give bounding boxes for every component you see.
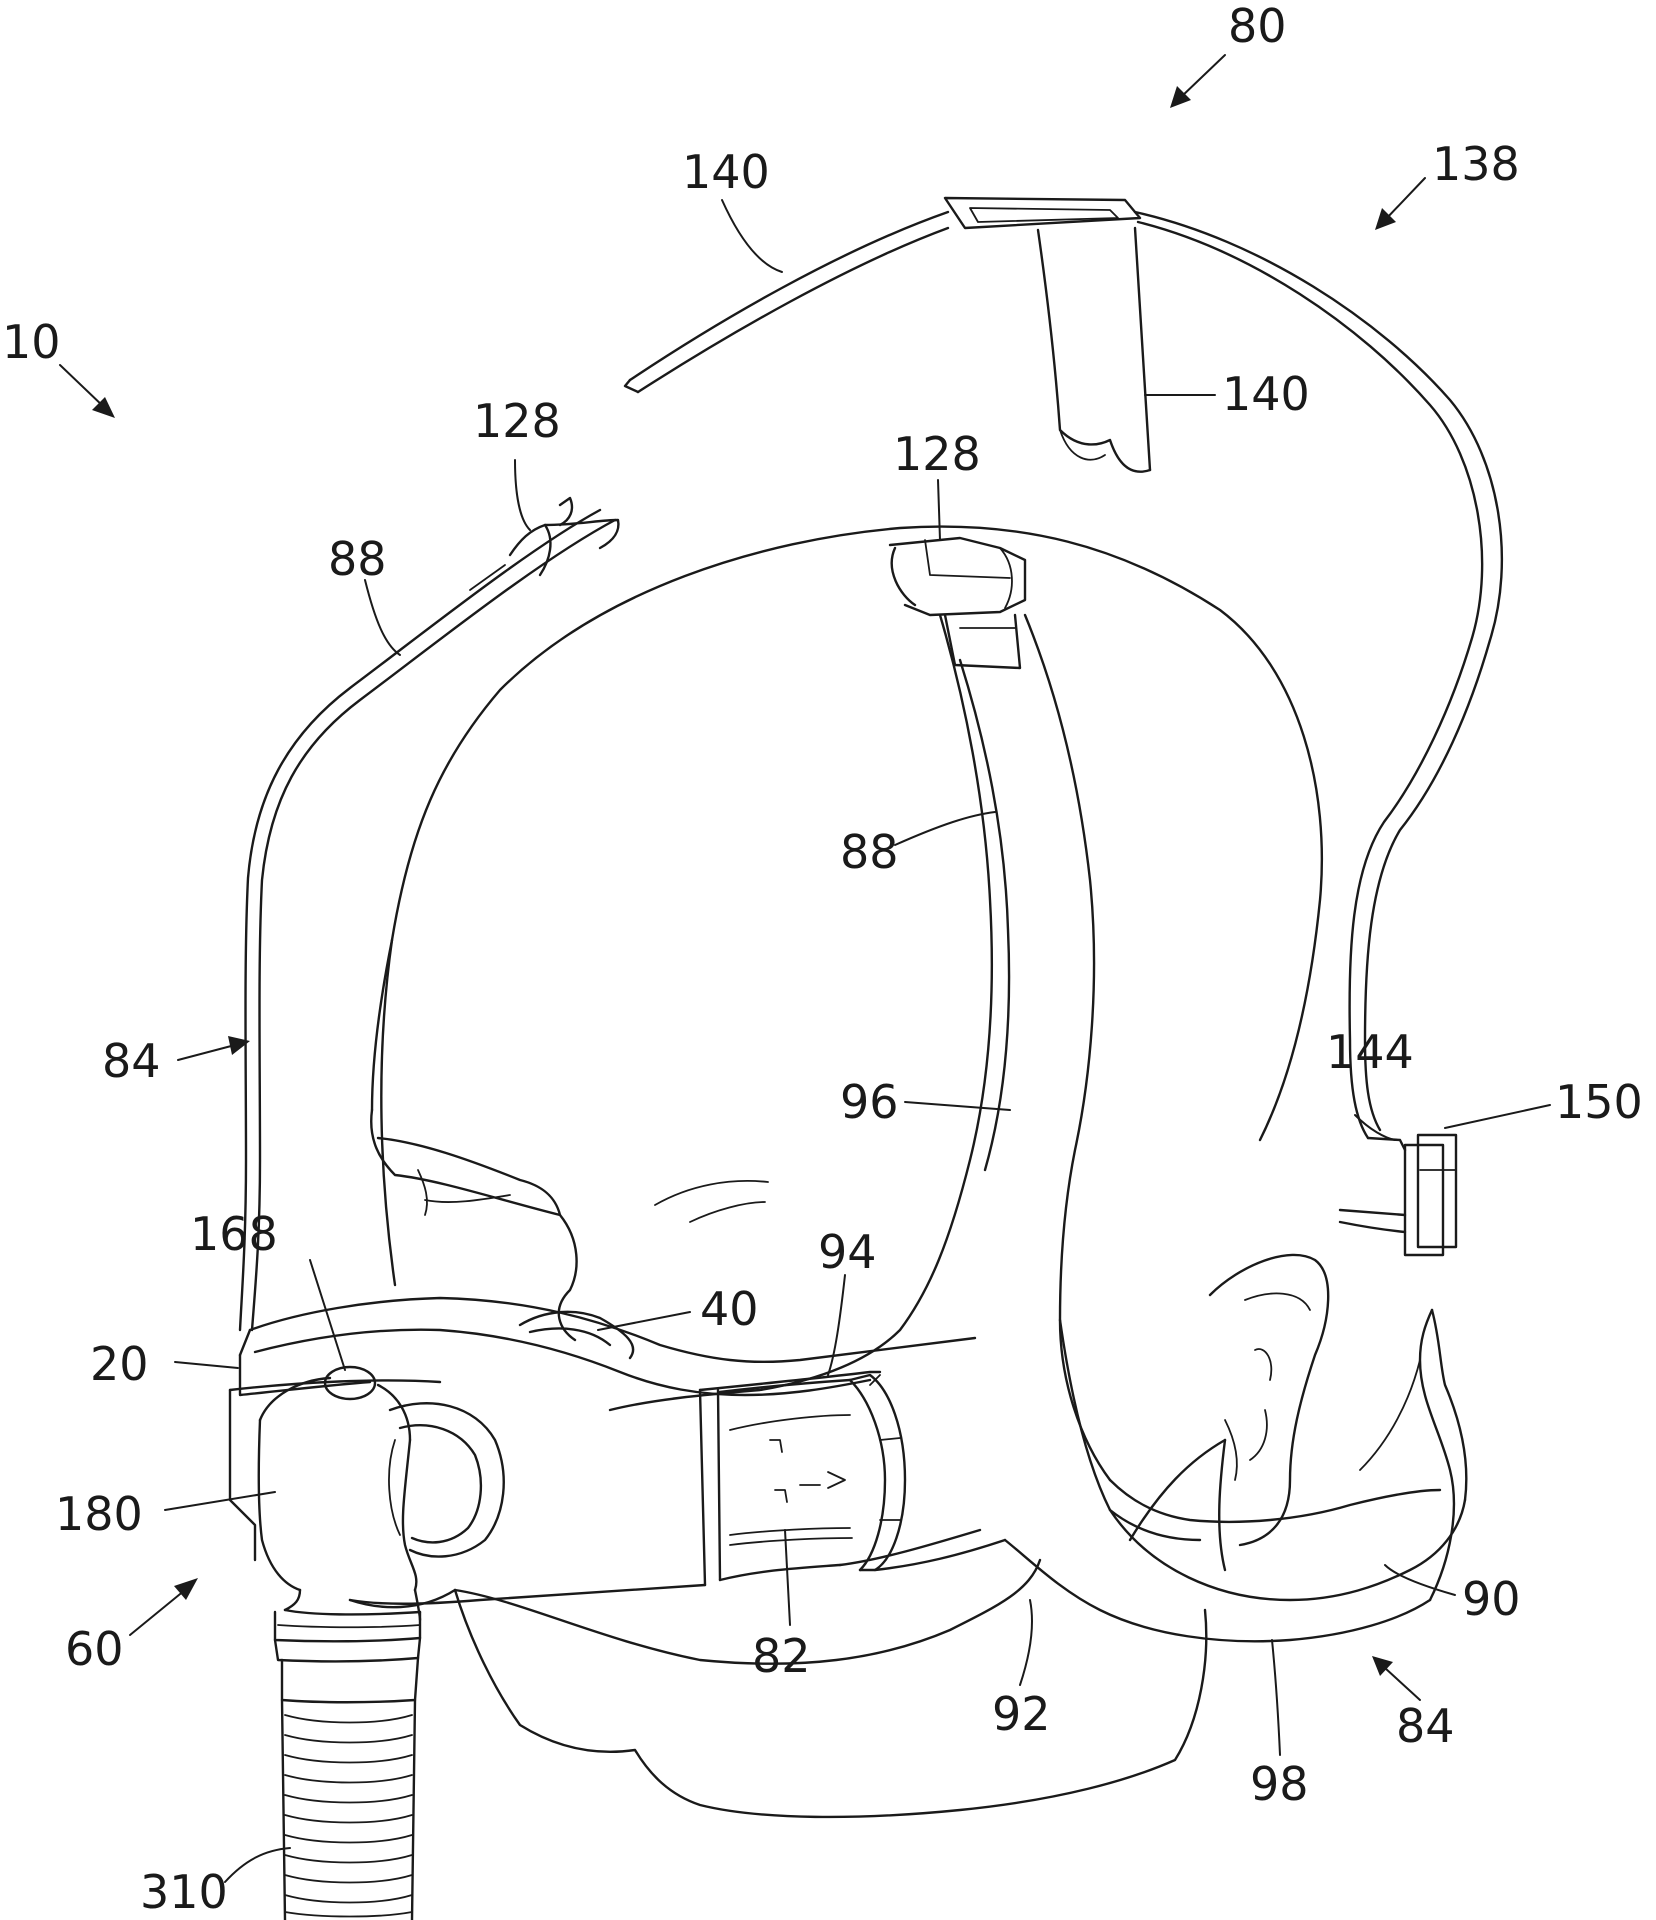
- label-40: 40: [700, 1282, 759, 1336]
- label-98: 98: [1250, 1757, 1309, 1811]
- mask-frame: [230, 1298, 1005, 1607]
- label-140-right: 140: [1222, 367, 1310, 421]
- label-92: 92: [992, 1687, 1051, 1741]
- side-yoke-strap: [610, 538, 1466, 1641]
- label-84-left: 84: [102, 1034, 161, 1088]
- label-150: 150: [1555, 1075, 1643, 1129]
- label-138: 138: [1432, 137, 1520, 191]
- hose-tube: [282, 1700, 415, 1920]
- label-80: 80: [1228, 0, 1287, 53]
- label-84-right: 84: [1396, 1699, 1455, 1753]
- leader-lines: [60, 55, 1550, 1882]
- label-180: 180: [55, 1487, 143, 1541]
- label-94: 94: [818, 1225, 877, 1279]
- left-frame-strap: [240, 498, 618, 1330]
- elbow-connector: [259, 1367, 504, 1702]
- label-168: 168: [190, 1207, 278, 1261]
- label-310: 310: [140, 1865, 228, 1919]
- label-88-left: 88: [328, 532, 387, 586]
- label-60: 60: [65, 1622, 124, 1676]
- label-10: 10: [2, 315, 61, 369]
- label-128-left: 128: [473, 394, 561, 448]
- head-outline: [371, 527, 1328, 1817]
- label-90: 90: [1462, 1572, 1521, 1626]
- label-88-right: 88: [840, 825, 899, 879]
- label-140-top: 140: [682, 145, 770, 199]
- label-96: 96: [840, 1075, 899, 1129]
- label-128-right: 128: [893, 427, 981, 481]
- upper-headgear-strap: [625, 198, 1502, 1138]
- rear-connector: [1340, 1135, 1456, 1255]
- label-20: 20: [90, 1337, 149, 1391]
- label-82: 82: [752, 1629, 811, 1683]
- label-144: 144: [1326, 1025, 1414, 1079]
